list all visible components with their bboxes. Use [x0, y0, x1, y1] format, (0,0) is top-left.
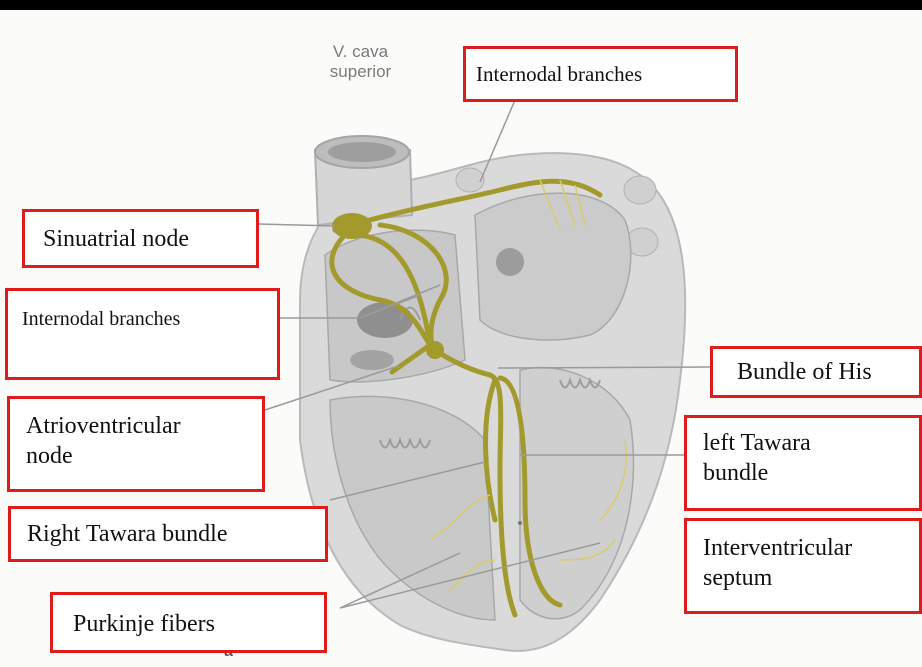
label-right-tawara-bundle: Right Tawara bundle: [8, 506, 328, 562]
label-internodal-branches-top: Internodal branches: [463, 46, 738, 102]
label-sinuatrial-node: Sinuatrial node: [22, 209, 259, 268]
vena-cava-annotation-line2: superior: [318, 62, 403, 82]
label-purkinje-fibers: Purkinje fibers: [50, 592, 327, 653]
label-internodal-branches-left-text: Internodal branches: [22, 308, 180, 330]
label-left-tawara-line2: bundle: [703, 458, 909, 488]
label-bundle-of-his: Bundle of His: [710, 346, 922, 398]
av-node-shape: [426, 341, 444, 359]
label-av-node-line2: node: [26, 441, 252, 471]
vena-cava-annotation: V. cava superior: [318, 42, 403, 82]
label-interventricular-line2: septum: [703, 563, 909, 593]
label-interventricular-septum: Interventricular septum: [684, 518, 922, 614]
label-left-tawara-line1: left Tawara: [703, 428, 909, 458]
label-internodal-branches-top-text: Internodal branches: [476, 62, 642, 86]
label-left-tawara-bundle: left Tawara bundle: [684, 415, 922, 511]
label-right-tawara-text: Right Tawara bundle: [27, 521, 228, 547]
label-internodal-branches-left: Internodal branches: [5, 288, 280, 380]
label-purkinje-text: Purkinje fibers: [73, 611, 215, 637]
label-atrioventricular-node: Atrioventricular node: [7, 396, 265, 492]
vena-cava-annotation-line1: V. cava: [318, 42, 403, 62]
label-av-node-line1: Atrioventricular: [26, 411, 252, 441]
label-interventricular-line1: Interventricular: [703, 533, 909, 563]
label-sinuatrial-node-text: Sinuatrial node: [43, 226, 189, 252]
label-bundle-of-his-text: Bundle of His: [737, 359, 872, 385]
sinuatrial-node-shape: [332, 213, 372, 239]
